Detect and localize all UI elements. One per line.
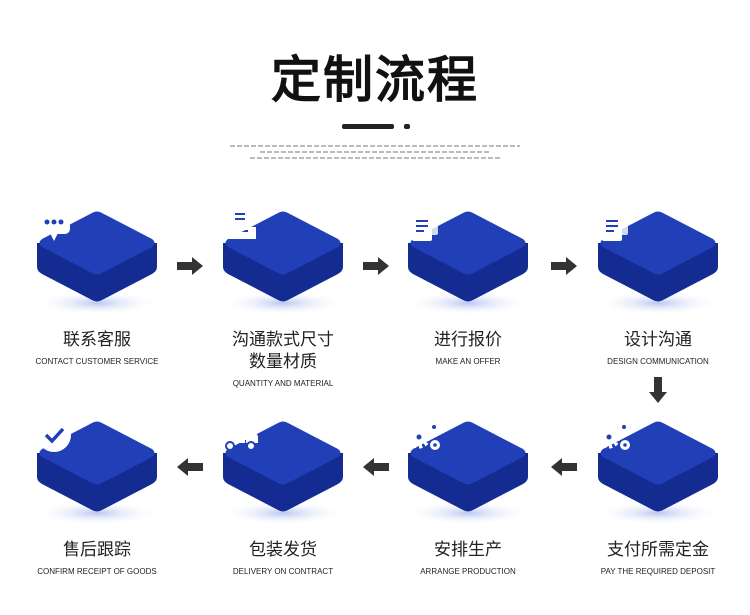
page-title: 定制流程 bbox=[271, 52, 479, 108]
step-subtitle: DESIGN COMMUNICATION bbox=[607, 357, 709, 366]
arrow-right-icon bbox=[177, 257, 203, 275]
arrow-right-icon bbox=[363, 257, 389, 275]
gears-icon bbox=[597, 421, 630, 450]
step-subtitle: CONFIRM RECEIPT OF GOODS bbox=[37, 567, 157, 576]
step-title: 包装发货 bbox=[249, 540, 317, 559]
check-circle-icon bbox=[37, 418, 71, 452]
step-tile bbox=[220, 415, 346, 525]
arrow-left-icon bbox=[551, 458, 577, 476]
gears-icon bbox=[407, 421, 440, 450]
step-title: 设计沟通 bbox=[624, 330, 692, 349]
arrow-left-icon bbox=[177, 458, 203, 476]
truck-icon bbox=[222, 423, 258, 451]
step-subtitle: DELIVERY ON CONTRACT bbox=[232, 567, 334, 576]
documents-icon bbox=[412, 209, 438, 241]
decorative-fine-text bbox=[260, 151, 490, 153]
step-title: 支付所需定金 bbox=[607, 540, 709, 559]
title-underline bbox=[342, 124, 394, 129]
arrow-left-icon bbox=[363, 458, 389, 476]
process-step: 联系客服 CONTACT CUSTOMER SERVICE bbox=[12, 205, 182, 366]
decorative-fine-text bbox=[250, 157, 500, 159]
process-step: 安排生产 ARRANGE PRODUCTION bbox=[383, 415, 553, 576]
step-tile bbox=[595, 205, 721, 315]
process-step: 售后跟踪 CONFIRM RECEIPT OF GOODS bbox=[12, 415, 182, 576]
chat-icon bbox=[38, 210, 70, 241]
step-subtitle: QUANTITY AND MATERIAL bbox=[232, 379, 334, 388]
process-step: 支付所需定金 PAY THE REQUIRED DEPOSIT bbox=[573, 415, 743, 576]
step-title: 进行报价 bbox=[434, 330, 502, 349]
step-tile bbox=[34, 415, 160, 525]
process-step: 沟通款式尺寸 数量材质 QUANTITY AND MATERIAL bbox=[198, 205, 368, 388]
step-title: 安排生产 bbox=[434, 540, 502, 559]
arrow-down-icon bbox=[649, 377, 667, 403]
step-title: 售后跟踪 bbox=[63, 540, 131, 559]
arrow-right-icon bbox=[551, 257, 577, 275]
step-subtitle: CONTACT CUSTOMER SERVICE bbox=[35, 357, 159, 366]
step-title: 沟通款式尺寸 数量材质 bbox=[232, 330, 334, 371]
step-subtitle: ARRANGE PRODUCTION bbox=[420, 567, 516, 576]
documents-icon bbox=[602, 209, 628, 241]
decorative-fine-text bbox=[230, 145, 520, 147]
process-step: 设计沟通 DESIGN COMMUNICATION bbox=[573, 205, 743, 366]
step-title: 联系客服 bbox=[63, 330, 131, 349]
step-tile bbox=[405, 415, 531, 525]
process-step: 包装发货 DELIVERY ON CONTRACT bbox=[198, 415, 368, 576]
title-dot bbox=[404, 124, 410, 129]
step-subtitle: PAY THE REQUIRED DEPOSIT bbox=[600, 567, 716, 576]
step-tile bbox=[220, 205, 346, 315]
step-subtitle: MAKE AN OFFER bbox=[435, 357, 501, 366]
step-tile bbox=[405, 205, 531, 315]
process-step: 进行报价 MAKE AN OFFER bbox=[383, 205, 553, 366]
step-tile bbox=[595, 415, 721, 525]
step-tile bbox=[34, 205, 160, 315]
inbox-document-icon bbox=[224, 208, 256, 239]
